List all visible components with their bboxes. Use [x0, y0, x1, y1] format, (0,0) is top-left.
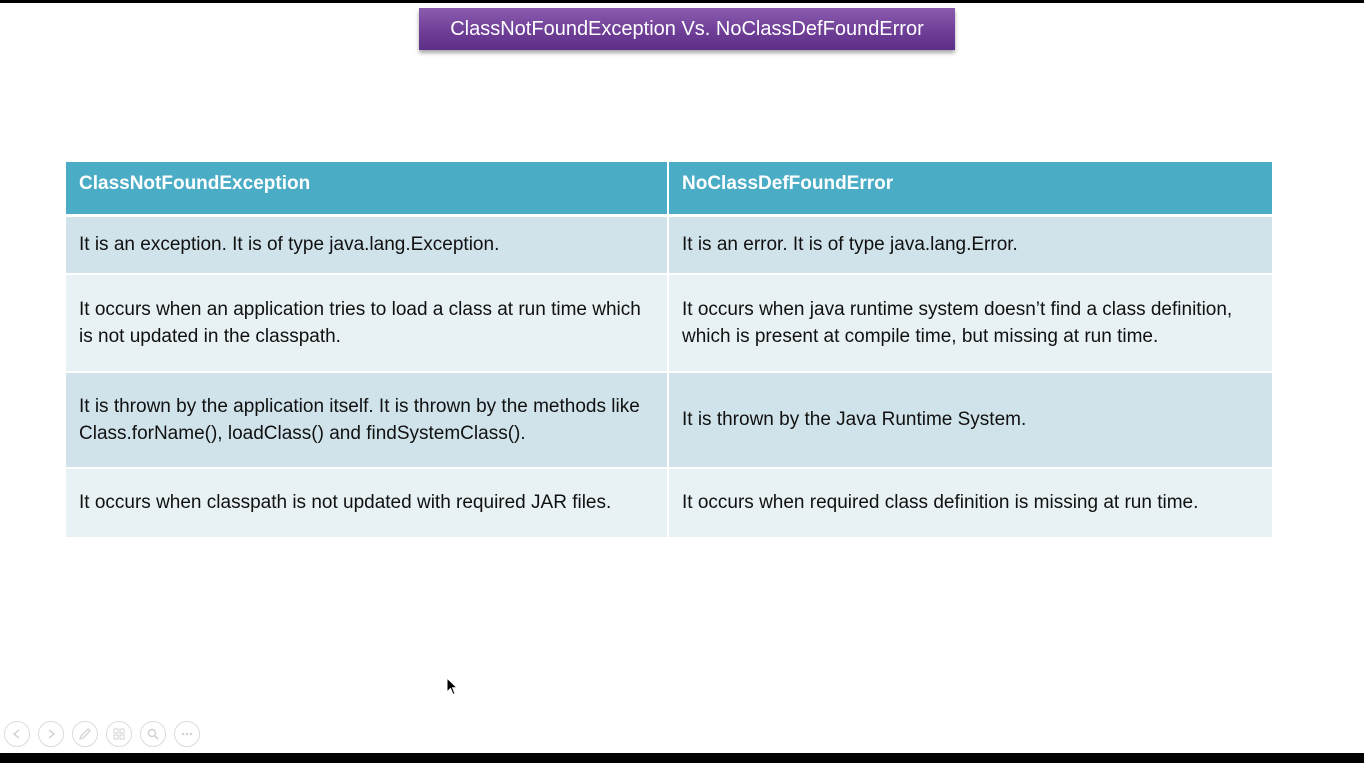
pen-button[interactable]: [72, 721, 98, 747]
table-cell: It is thrown by the application itself. …: [66, 371, 669, 469]
table-header-row: ClassNotFoundException NoClassDefFoundEr…: [66, 162, 1272, 217]
arrow-right-icon: [48, 729, 56, 739]
table-row: It is thrown by the application itself. …: [66, 371, 1272, 469]
comparison-table: ClassNotFoundException NoClassDefFoundEr…: [66, 162, 1272, 539]
table-row: It is an exception. It is of type java.l…: [66, 215, 1272, 275]
table-cell: It occurs when classpath is not updated …: [66, 467, 669, 539]
table-cell: It occurs when required class definition…: [668, 467, 1272, 539]
table-cell: It is an exception. It is of type java.l…: [66, 215, 669, 275]
see-all-slides-button[interactable]: [106, 721, 132, 747]
slide-title: ClassNotFoundException Vs. NoClassDefFou…: [419, 8, 955, 50]
slideshow-controls: [4, 721, 200, 747]
column-header-classnotfoundexception: ClassNotFoundException: [66, 162, 669, 217]
table-cell: It is thrown by the Java Runtime System.: [668, 371, 1272, 469]
table-row: It occurs when classpath is not updated …: [66, 467, 1272, 539]
more-options-button[interactable]: [174, 721, 200, 747]
zoom-button[interactable]: [140, 721, 166, 747]
mouse-cursor-icon: [446, 677, 458, 696]
column-header-noclassdeffounderror: NoClassDefFoundError: [668, 162, 1272, 217]
previous-slide-button[interactable]: [4, 721, 30, 747]
arrow-left-icon: [12, 729, 20, 739]
presentation-slide: ClassNotFoundException Vs. NoClassDefFou…: [0, 3, 1364, 753]
magnifier-icon: [147, 728, 159, 740]
table-row: It occurs when an application tries to l…: [66, 273, 1272, 373]
table-cell: It is an error. It is of type java.lang.…: [668, 215, 1272, 275]
next-slide-button[interactable]: [38, 721, 64, 747]
table-cell: It occurs when an application tries to l…: [66, 273, 669, 373]
pen-icon: [78, 728, 91, 741]
ellipsis-icon: [181, 732, 193, 736]
table-cell: It occurs when java runtime system doesn…: [668, 273, 1272, 373]
grid-icon: [113, 728, 125, 740]
